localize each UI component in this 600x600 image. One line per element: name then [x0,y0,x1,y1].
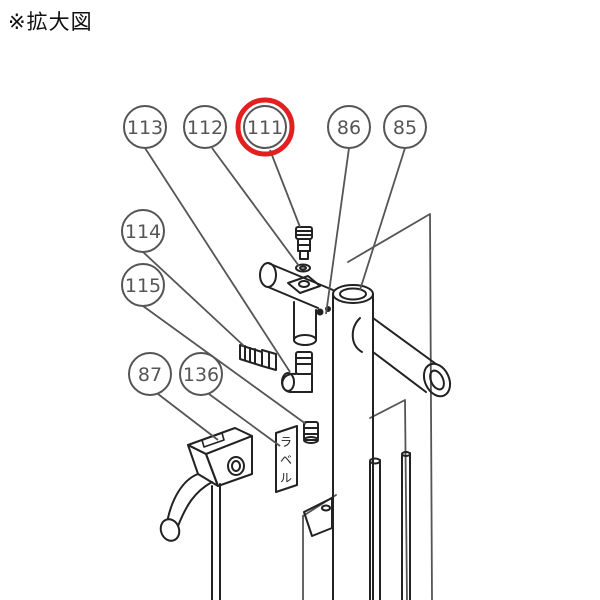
label-plate-text: ラ ベ ル [280,435,292,485]
callout-111: 111 [235,97,295,157]
highlight-ring [235,97,295,157]
clamp-handle-part [159,427,253,600]
label-plate-char-3: ル [280,471,292,485]
washer-part [295,263,311,273]
callout-115: 115 [121,263,165,307]
elbow-fitting-part [281,351,313,393]
upper-horizontal-tube [259,262,334,309]
leader-114 [142,251,245,347]
leader-lines [142,147,406,447]
plug-part [303,421,319,444]
svg-text:113: 113 [127,117,163,139]
callout-87: 87 [128,352,172,396]
callout-114: 114 [121,209,165,253]
lower-bracket [303,497,333,537]
svg-text:111: 111 [247,117,283,139]
page-title: ※拡大図 [8,10,93,34]
svg-text:85: 85 [393,117,417,139]
label-plate-char-1: ラ [280,435,292,449]
side-bars [369,451,411,600]
callout-136: 136 [179,352,223,396]
leader-85 [359,147,406,291]
svg-text:136: 136 [183,364,219,386]
leader-113 [144,147,291,373]
label-plate-part [275,425,298,493]
callouts: 113 112 111 86 85 114 115 87 [121,97,427,396]
main-post [332,284,374,600]
leader-86 [325,147,350,315]
callout-113: 113 [123,105,167,149]
svg-text:86: 86 [337,117,361,139]
quick-coupler-part [295,226,313,260]
leader-136 [208,393,281,447]
label-plate-char-2: ベ [280,453,292,467]
leader-111 [269,149,301,228]
leader-112 [211,147,300,267]
callout-86: 86 [327,105,371,149]
callout-85: 85 [383,105,427,149]
svg-text:112: 112 [187,117,223,139]
threaded-nipple-part [239,344,277,371]
leader-87 [157,393,219,441]
hanging-stub-tube [293,301,317,346]
svg-text:115: 115 [125,275,161,297]
svg-text:114: 114 [125,221,161,243]
callout-112: 112 [183,105,227,149]
back-frame-outline [302,213,433,600]
right-horizontal-tube [351,317,452,398]
svg-text:87: 87 [138,364,162,386]
leader-115 [142,305,307,425]
